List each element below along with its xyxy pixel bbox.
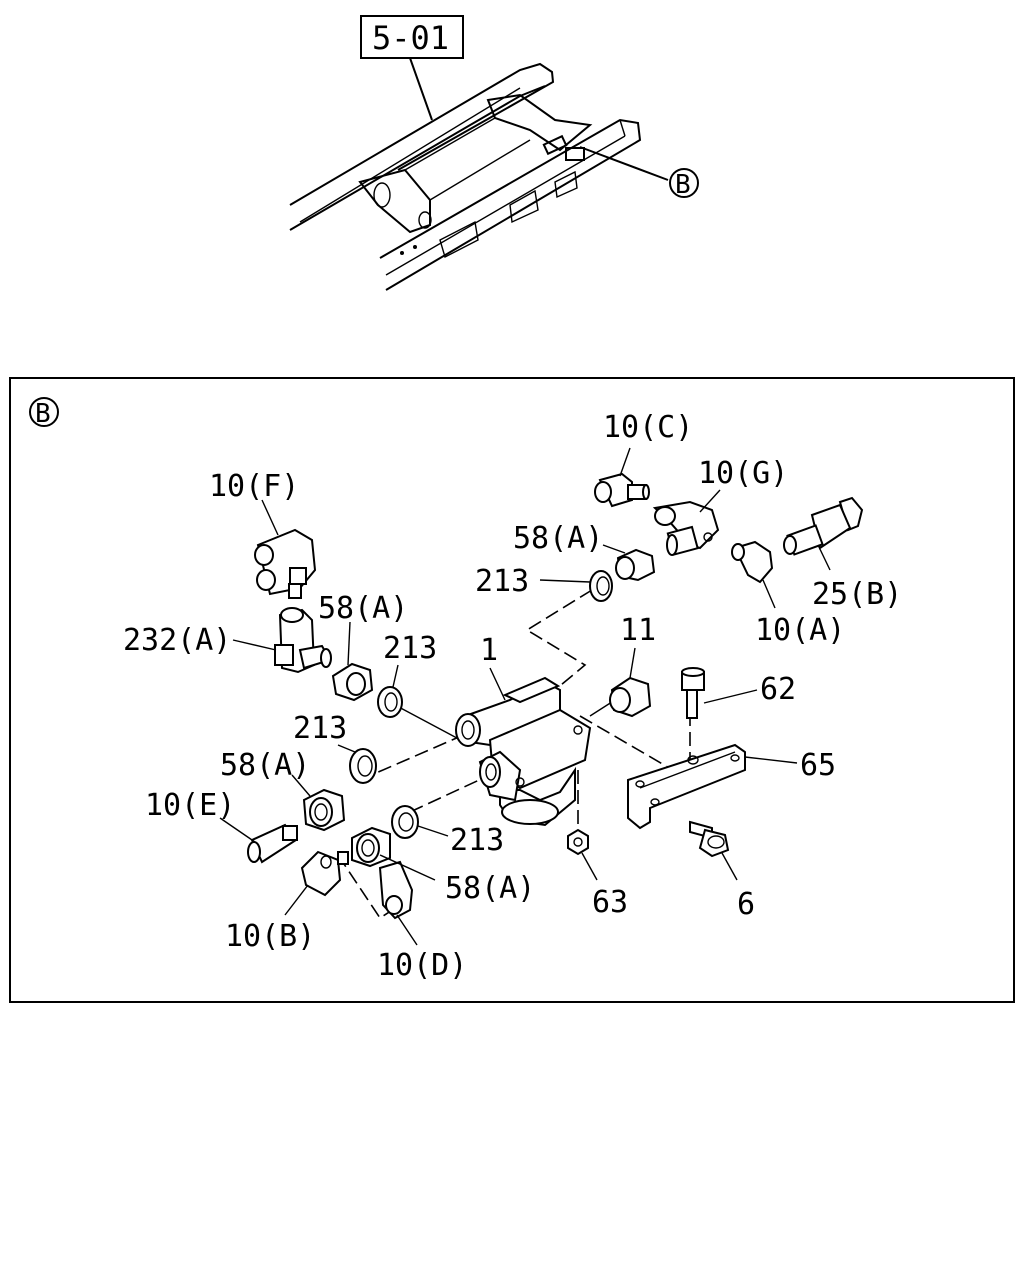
label-11: 11: [620, 613, 656, 648]
bracket-65-icon[interactable]: [627, 743, 746, 830]
callout-b-detail-letter: B: [35, 399, 51, 429]
assembly-line-d: [409, 774, 491, 813]
callout-b-top-letter: B: [675, 170, 691, 200]
elbow-fitting-10a-icon[interactable]: [731, 540, 774, 584]
label-1: 1: [480, 633, 498, 668]
plug-11-icon[interactable]: [609, 676, 652, 718]
union-nut-58a-left-icon[interactable]: [331, 662, 374, 702]
reference-box[interactable]: 5-01: [360, 15, 464, 59]
label-10e: 10(E): [145, 788, 235, 823]
elbow-fitting-10f-icon[interactable]: [254, 528, 317, 599]
label-25b: 25(B): [812, 577, 902, 612]
pressure-switch-25b-icon[interactable]: [783, 496, 864, 556]
bolt-62-icon[interactable]: [681, 667, 705, 719]
union-nut-58a-lower-icon[interactable]: [302, 788, 346, 832]
label-213-left: 213: [293, 711, 347, 746]
label-10c: 10(C): [603, 410, 693, 445]
tee-fitting-10g-icon[interactable]: [652, 500, 720, 556]
washer-213-left-icon[interactable]: [349, 748, 377, 784]
label-58a-top: 58(A): [513, 521, 603, 556]
elbow-fitting-10b-icon[interactable]: [300, 850, 349, 897]
label-6: 6: [737, 887, 755, 922]
callout-b-leader: [579, 146, 669, 181]
label-10g: 10(G): [698, 456, 788, 491]
union-nut-58a-bottom-icon[interactable]: [351, 826, 391, 868]
assembly-line-c: [359, 729, 476, 781]
label-213-mid: 213: [383, 631, 437, 666]
elbow-fitting-10c-icon[interactable]: [594, 472, 650, 508]
elbow-fitting-10d-icon[interactable]: [378, 860, 414, 920]
label-10d: 10(D): [377, 948, 467, 983]
reference-leader: [409, 57, 433, 121]
label-10a: 10(A): [755, 613, 845, 648]
chassis-frame-icon: [289, 62, 642, 291]
label-58a-bottom: 58(A): [445, 871, 535, 906]
adapter-232a-icon[interactable]: [274, 607, 332, 674]
washer-213-mid-icon[interactable]: [377, 686, 403, 718]
connector-10e-icon[interactable]: [247, 823, 298, 864]
washer-213-lower-icon[interactable]: [391, 805, 419, 839]
label-213-lower: 213: [450, 823, 504, 858]
reference-box-label: 5-01: [372, 19, 449, 57]
label-63: 63: [592, 885, 628, 920]
union-nut-58a-top-icon[interactable]: [615, 548, 656, 582]
assembly-line-a: [525, 589, 593, 691]
callout-b-detail[interactable]: B: [29, 397, 59, 429]
label-58a-lower: 58(A): [220, 748, 310, 783]
label-65: 65: [800, 748, 836, 783]
nut-63-icon[interactable]: [567, 828, 589, 856]
valve-body-icon[interactable]: [455, 676, 592, 827]
washer-213-top-icon[interactable]: [589, 570, 613, 602]
label-232a: 232(A): [123, 623, 231, 658]
leader-lines: [219, 447, 831, 946]
label-58a-left: 58(A): [318, 591, 408, 626]
callout-b-top[interactable]: B: [669, 168, 699, 200]
label-213-top: 213: [475, 564, 529, 599]
label-10f: 10(F): [209, 469, 299, 504]
part-labels: 10(C) 10(G) 10(F) 58(A) 213 25(B) 10(A) …: [123, 410, 902, 983]
bolt-6-icon[interactable]: [689, 820, 730, 858]
label-62: 62: [760, 672, 796, 707]
label-10b: 10(B): [225, 919, 315, 954]
detail-frame: [9, 377, 1015, 1003]
